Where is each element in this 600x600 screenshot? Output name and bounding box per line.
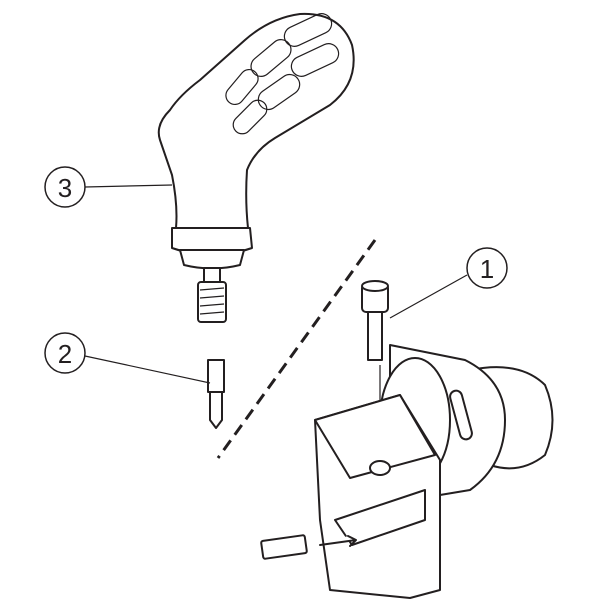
callout-2-label: 2 — [58, 339, 72, 369]
leader-line-2 — [84, 355, 211, 384]
callout-2: 2 — [44, 332, 86, 374]
torx-bit — [207, 359, 225, 429]
torque-handle — [157, 12, 355, 323]
leader-line-1 — [389, 274, 468, 319]
dashed-separator — [216, 239, 377, 459]
callout-1-label: 1 — [480, 254, 494, 284]
callout-3: 3 — [44, 166, 86, 208]
callout-3-label: 3 — [58, 173, 72, 203]
leader-line-3 — [84, 184, 173, 188]
callout-1: 1 — [466, 247, 508, 289]
tool-holder — [260, 344, 554, 599]
clamp-screw — [361, 280, 389, 445]
